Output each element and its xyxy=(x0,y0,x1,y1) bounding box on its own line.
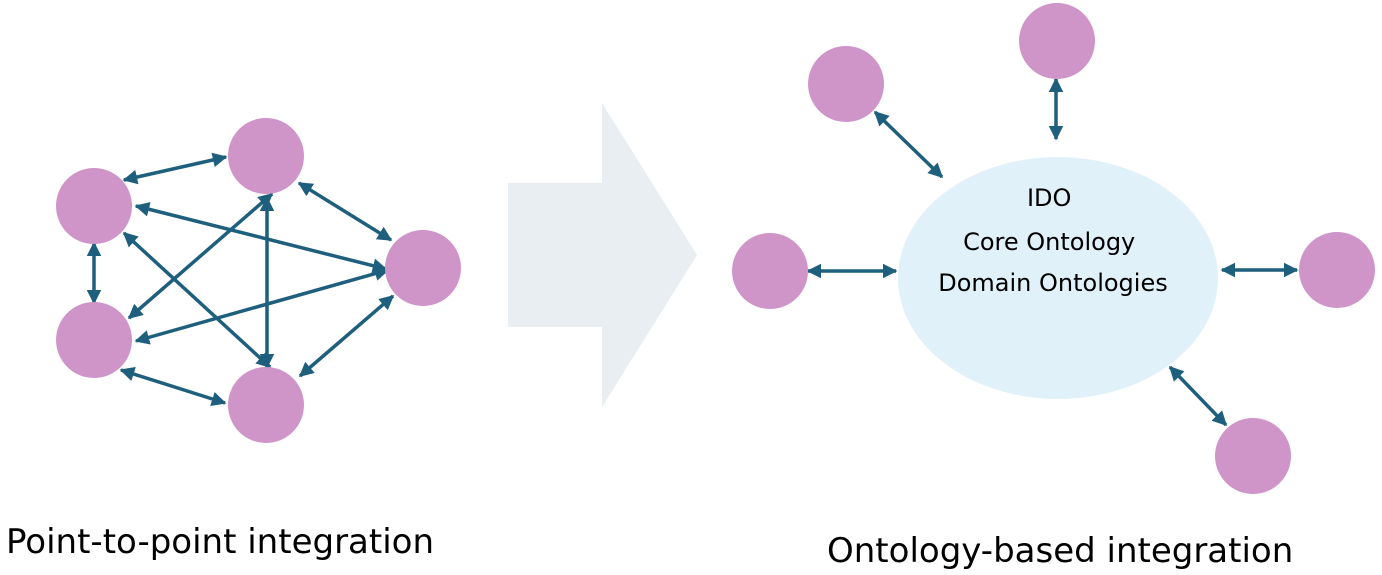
system-node xyxy=(56,302,132,378)
system-node xyxy=(732,233,808,309)
transition-arrow xyxy=(508,103,697,407)
hub-label-domain-ontologies: Domain Ontologies xyxy=(938,269,1167,297)
point-to-point-nodes xyxy=(56,118,461,443)
connection-arrow xyxy=(1168,365,1228,427)
hub-nodes xyxy=(732,3,1375,494)
ontology-based-diagram: IDO Core Ontology Domain Ontologies Onto… xyxy=(732,3,1375,571)
connection-arrow xyxy=(873,110,944,179)
hub-label: IDO Core Ontology Domain Ontologies xyxy=(938,184,1167,297)
system-node xyxy=(808,46,884,122)
system-node xyxy=(385,230,461,306)
ontology-hub xyxy=(898,157,1218,399)
point-to-point-connections xyxy=(86,152,395,407)
hub-connections xyxy=(806,77,1299,427)
point-to-point-caption: Point-to-point integration xyxy=(6,522,434,562)
system-node xyxy=(228,118,304,194)
system-node xyxy=(1299,232,1375,308)
connection-arrow xyxy=(134,266,390,345)
connection-arrow xyxy=(122,231,272,369)
connection-arrow xyxy=(298,294,395,378)
system-node xyxy=(1019,3,1095,79)
hub-label-core-ontology: Core Ontology xyxy=(963,228,1135,256)
connection-arrow xyxy=(122,152,228,185)
ontology-based-caption: Ontology-based integration xyxy=(827,531,1293,571)
system-node xyxy=(228,367,304,443)
system-node xyxy=(1215,418,1291,494)
connection-arrow xyxy=(119,366,227,407)
system-node xyxy=(56,168,132,244)
connection-arrow xyxy=(297,181,393,242)
hub-label-ido: IDO xyxy=(1027,184,1071,212)
point-to-point-diagram: Point-to-point integration xyxy=(6,118,461,562)
